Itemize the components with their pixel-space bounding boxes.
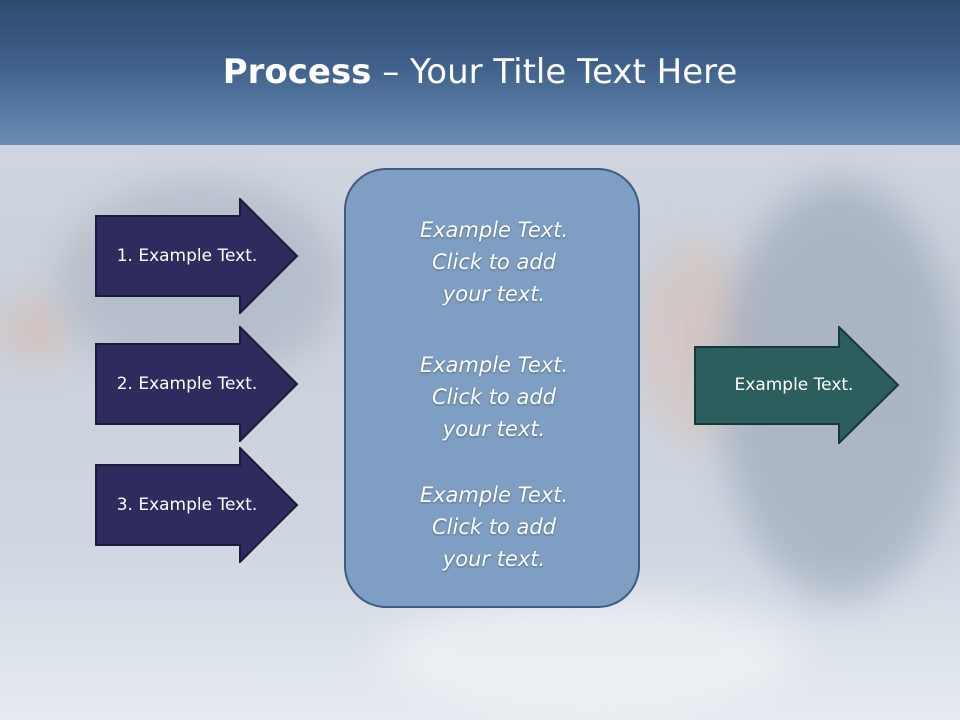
left-arrow-1-label: 1. Example Text. xyxy=(116,246,258,266)
arrow-shape xyxy=(95,447,299,563)
center-block-2-line3: your text. xyxy=(442,417,546,441)
left-arrow-3[interactable]: 3. Example Text. xyxy=(95,447,299,563)
right-arrow[interactable]: Example Text. xyxy=(694,326,900,444)
center-block-1-line3: your text. xyxy=(442,282,546,306)
center-block-3-line1: Example Text. xyxy=(419,483,569,507)
left-arrow-3-label: 3. Example Text. xyxy=(116,495,258,515)
title-bar: Process – Your Title Text Here xyxy=(0,0,960,145)
title-bold: Process xyxy=(222,52,372,92)
center-block-1-line2: Click to add xyxy=(431,250,556,274)
left-arrow-2[interactable]: 2. Example Text. xyxy=(95,326,299,442)
center-text-block-3: Example Text. Click to add your text. xyxy=(346,479,642,575)
arrow-shape xyxy=(95,198,299,314)
arrow-shape xyxy=(694,326,900,444)
center-text-box[interactable]: Example Text. Click to add your text. Ex… xyxy=(344,168,640,608)
background-photo-blob xyxy=(380,600,800,720)
center-block-2-line2: Click to add xyxy=(431,385,556,409)
background-photo-blob xyxy=(0,300,70,360)
left-arrow-2-label: 2. Example Text. xyxy=(116,374,258,394)
left-arrow-1[interactable]: 1. Example Text. xyxy=(95,198,299,314)
right-arrow-label: Example Text. xyxy=(734,375,854,395)
center-text-block-1: Example Text. Click to add your text. xyxy=(346,214,642,310)
center-block-3-line3: your text. xyxy=(442,547,546,571)
center-block-2-line1: Example Text. xyxy=(419,353,569,377)
center-block-3-line2: Click to add xyxy=(431,515,556,539)
center-block-1-line1: Example Text. xyxy=(419,218,569,242)
slide-title: Process – Your Title Text Here xyxy=(0,52,960,92)
arrow-shape xyxy=(95,326,299,442)
center-text-block-2: Example Text. Click to add your text. xyxy=(346,349,642,445)
title-rest: – Your Title Text Here xyxy=(371,52,738,92)
